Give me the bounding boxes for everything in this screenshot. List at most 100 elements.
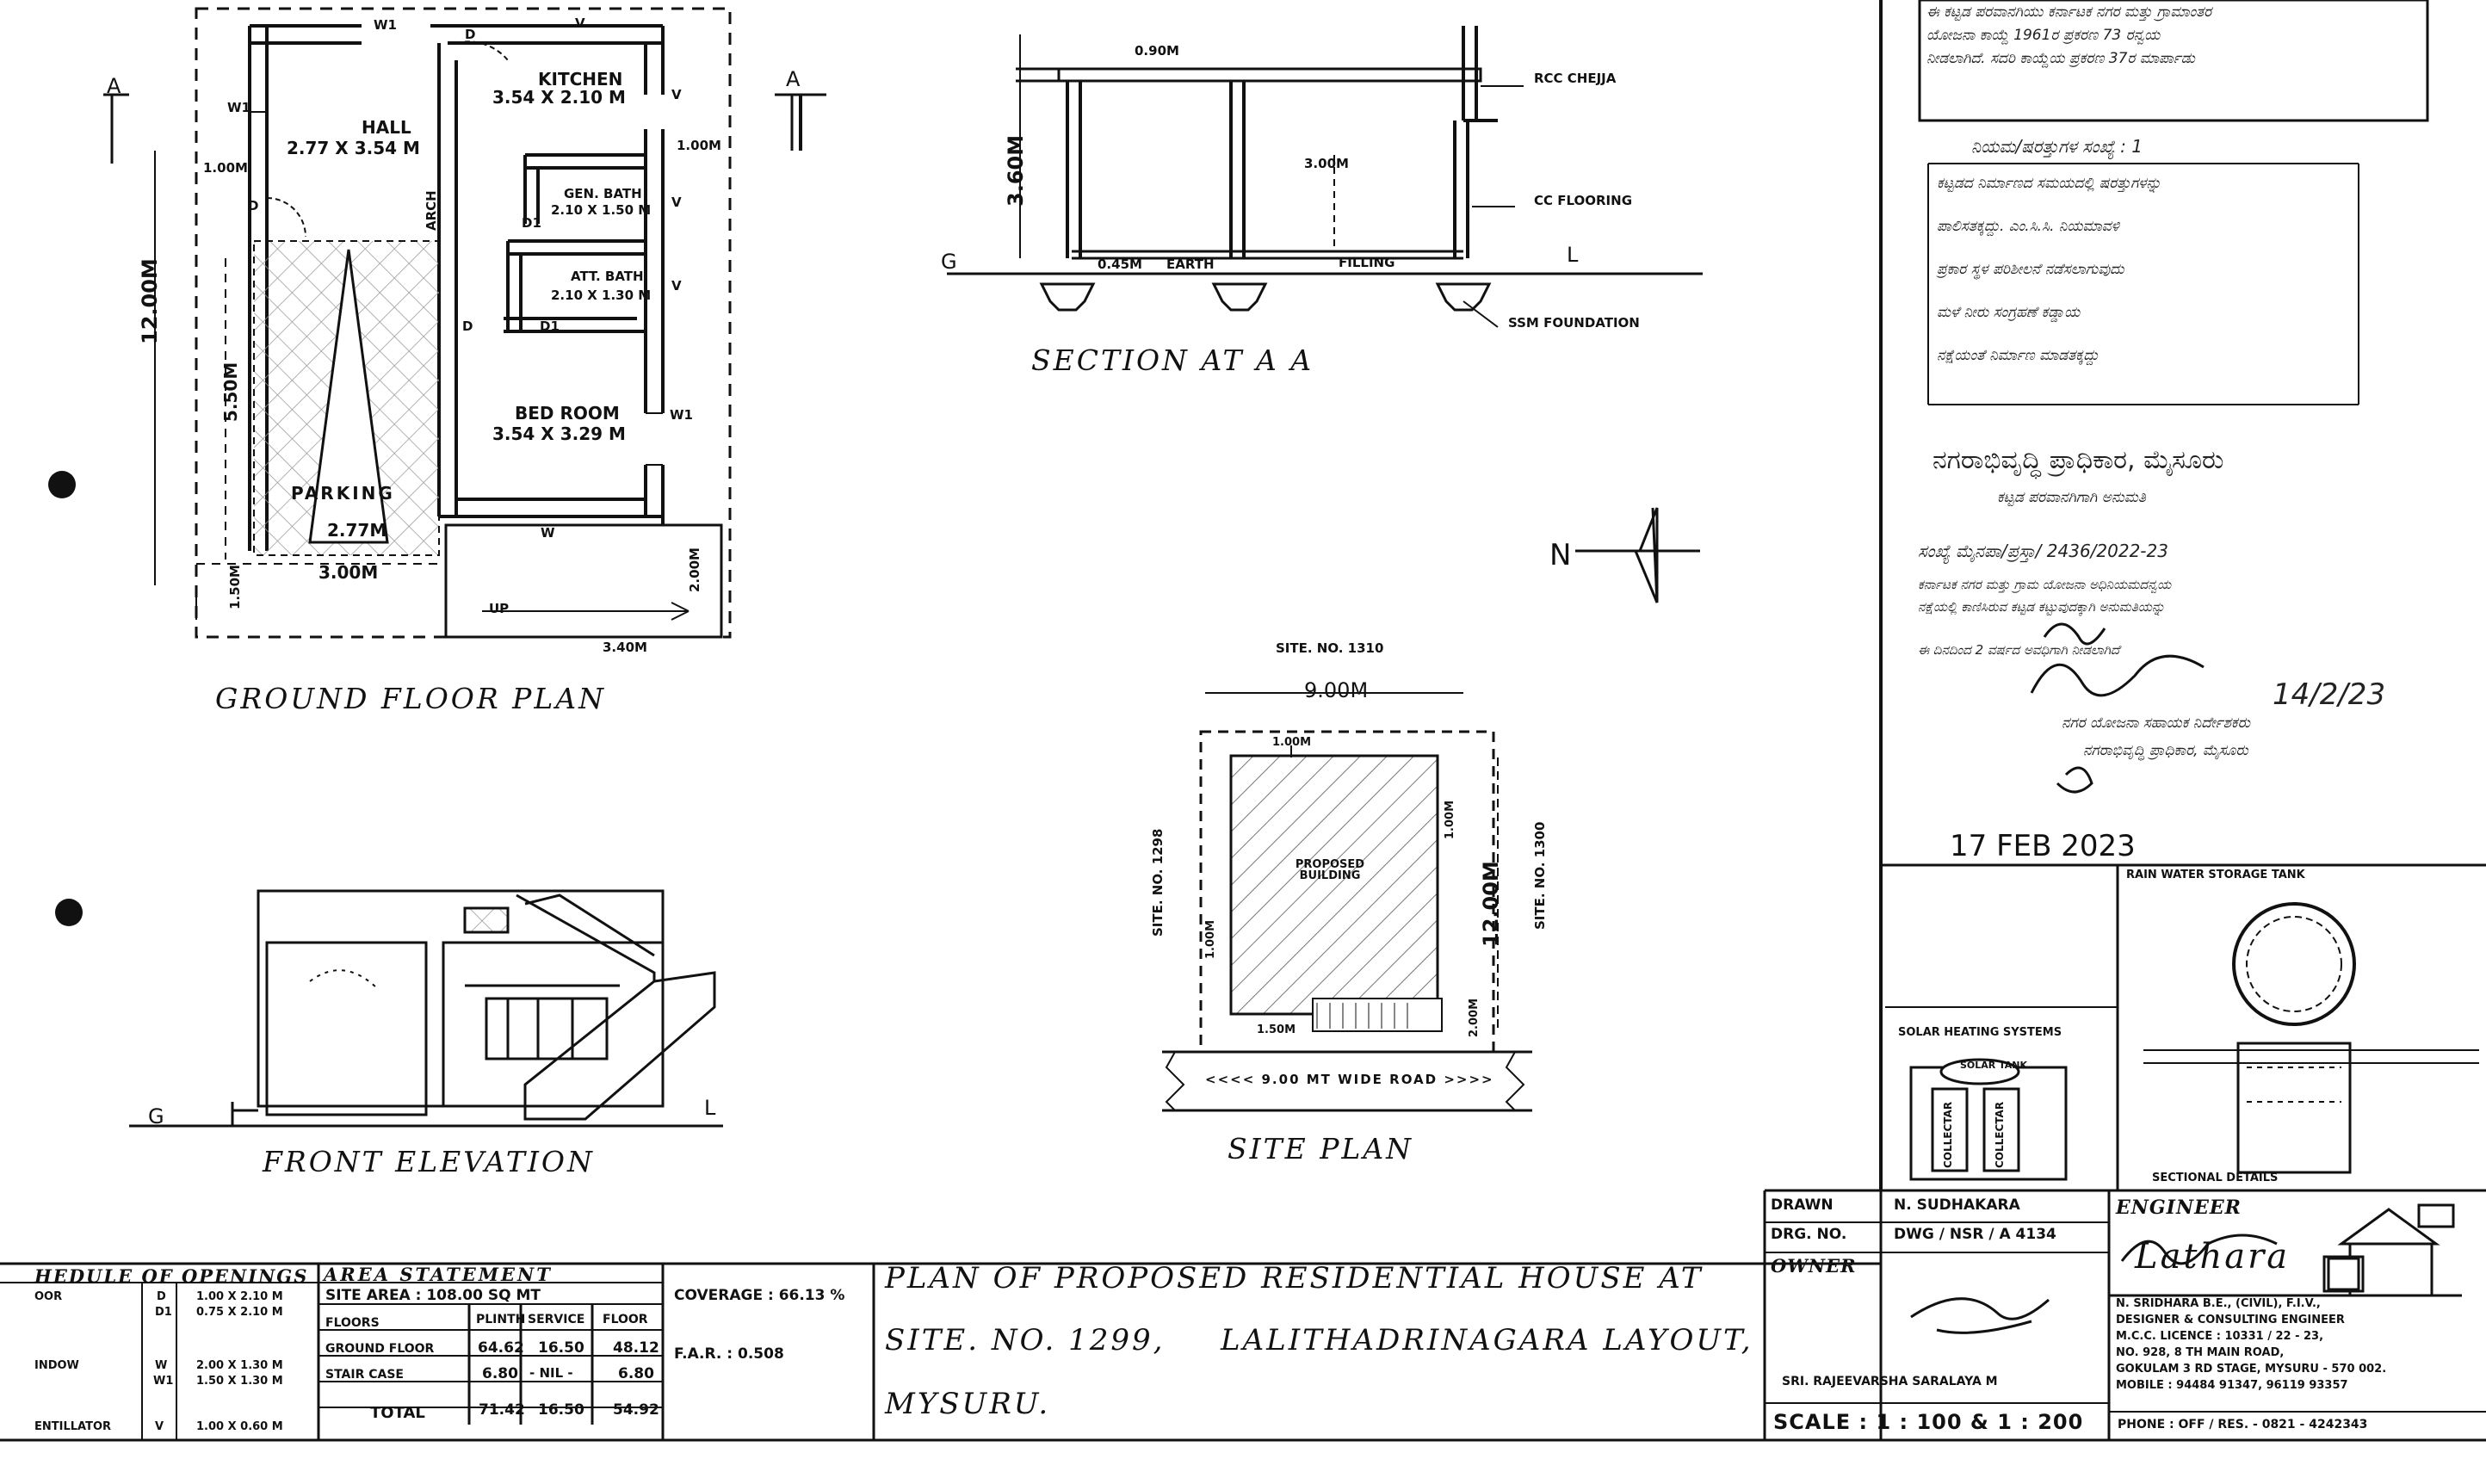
drg-label: DRG. NO. xyxy=(1771,1226,1847,1243)
w1-top: W1 xyxy=(374,17,397,33)
front-elevation-lines xyxy=(129,889,723,1128)
w-bottom: W xyxy=(541,525,555,541)
schedule-v-size: 1.00 X 0.60 M xyxy=(196,1420,283,1433)
ground-floor-title: GROUND FLOOR PLAN xyxy=(215,682,606,715)
gen-bath-dim: 2.10 X 1.50 M xyxy=(551,202,652,218)
engineer-line-6: MOBILE : 94484 91347, 96119 93357 xyxy=(2116,1379,2348,1392)
v-kitchen: V xyxy=(671,87,682,102)
plan-title-line-1: PLAN OF PROPOSED RESIDENTIAL HOUSE AT xyxy=(885,1261,1704,1295)
officer-line-1: ನಗರ ಯೋಜನಾ ಸಹಾಯಕ ನಿರ್ದೇಶಕರು xyxy=(2062,714,2250,732)
gen-bath-label: GEN. BATH xyxy=(564,186,642,201)
section-marker-left: A xyxy=(107,74,121,98)
up-label: UP xyxy=(489,601,510,616)
schedule-w-size: 2.00 X 1.30 M xyxy=(196,1359,283,1372)
elevation-g: G xyxy=(148,1104,164,1128)
condition-2: ಪಾಲಿಸತಕ್ಕದ್ದು. ಎಂ.ಸಿ.ಸಿ. ನಿಯಮಾವಳಿ xyxy=(1937,218,2119,235)
att-bath-dim: 2.10 X 1.30 M xyxy=(551,288,652,303)
section-g: G xyxy=(941,250,957,274)
solar-tank-label: SOLAR TANK xyxy=(1960,1060,2027,1071)
site-width-dim: 9.00M xyxy=(1304,678,1369,702)
parking-length-dim: 5.50M xyxy=(220,362,241,422)
side-setback-dim: 1.00M xyxy=(1444,800,1456,839)
setback-dim: 1.50M xyxy=(227,565,243,609)
w1-right: W1 xyxy=(670,407,693,423)
schedule-w-code: W xyxy=(155,1359,168,1372)
ref-line-3: ನಕ್ಷೆಯಲ್ಲಿ ಕಾಣಿಸಿರುವ ಕಟ್ಟಡ ಕಟ್ಟುವುದಕ್ಕಾಗ… xyxy=(1918,599,2166,615)
schedule-window: INDOW xyxy=(34,1359,79,1372)
area-title: AREA STATEMENT xyxy=(324,1264,553,1285)
hall-dim: 2.77 X 3.54 M xyxy=(287,138,420,158)
ref-line-1: ಸಂಖ್ಯೆ ಮೈನಪಾ/ಪ್ರಸ್ತಾ/ 2436/2022-23 xyxy=(1918,541,2168,561)
area-h-service: SERVICE xyxy=(528,1313,585,1326)
overall-dim: 12.00M xyxy=(138,258,162,344)
stamp-line-3: ನೀಡಲಾಗಿದೆ. ಸದರಿ ಕಾಯ್ದೆಯ ಪ್ರಕರಣ 37ರ ಮಾರ್ಪ… xyxy=(1926,50,2195,67)
area-total-service: 16.50 xyxy=(538,1401,584,1419)
owner-name: SRI. RAJEEVARSHA SARALAYA M xyxy=(1782,1375,1998,1388)
schedule-d-code: D xyxy=(157,1290,166,1303)
schedule-w1-code: W1 xyxy=(153,1375,174,1388)
rain-tank-lines xyxy=(2143,902,2479,1174)
earth-label: EARTH xyxy=(1166,257,1215,272)
collectar-label-1: COLLECTAR xyxy=(1942,1101,1954,1168)
schedule-door: OOR xyxy=(34,1290,63,1303)
collectar-label-2: COLLECTAR xyxy=(1994,1101,2006,1168)
scale-label: SCALE : 1 : 100 & 1 : 200 xyxy=(1773,1410,2084,1434)
right-site-no: SITE. NO. 1300 xyxy=(1532,821,1548,930)
drawn-name: N. SUDHAKARA xyxy=(1894,1196,2020,1214)
proposed-building-label: PROPOSED BUILDING xyxy=(1295,858,1365,882)
area-total-label: TOTAL xyxy=(370,1404,425,1422)
coverage: COVERAGE : 66.13 % xyxy=(674,1287,845,1304)
side-gap-dim: 1.00M xyxy=(677,138,721,153)
road-gap-dim: 2.00M xyxy=(1468,998,1481,1037)
site-plan-lines xyxy=(1162,692,1532,1112)
schedule-title: HEDULE OF OPENINGS xyxy=(34,1265,309,1287)
stair-height-dim: 2.00M xyxy=(687,547,702,592)
plan-title-line-3: MYSURU. xyxy=(885,1387,1051,1421)
area-gf-floor: 48.12 xyxy=(613,1339,659,1357)
area-gf-plinth: 64.62 xyxy=(478,1339,524,1357)
engineer-label: ENGINEER xyxy=(2116,1196,2242,1219)
schedule-d1-code: D1 xyxy=(155,1306,172,1319)
permit-heading: ನಿಯಮ/ಷರತ್ತುಗಳ ಸಂಖ್ಯೆ : 1 xyxy=(1971,136,2143,157)
section-l: L xyxy=(1567,243,1579,267)
schedule-v-code: V xyxy=(155,1420,164,1433)
engineer-line-2: DESIGNER & CONSULTING ENGINEER xyxy=(2116,1314,2345,1326)
engineer-details: N. SRIDHARA B.E., (CIVIL), F.I.V., DESIG… xyxy=(2116,1298,2477,1391)
section-marker-right: A xyxy=(786,67,801,91)
condition-5: ನಕ್ಷೆಯಂತೆ ನಿರ್ಮಾಣ ಮಾಡತಕ್ಕದ್ದು xyxy=(1937,347,2099,364)
inner-height-dim: 3.00M xyxy=(1304,156,1349,171)
approval-border xyxy=(1879,0,2486,1190)
condition-4: ಮಳೆ ನೀರು ಸಂಗ್ರಹಣೆ ಕಡ್ಡಾಯ xyxy=(1937,304,2081,321)
drg-no: DWG / NSR / A 4134 xyxy=(1894,1226,2056,1243)
plinth-dim: 0.45M xyxy=(1098,257,1142,272)
area-gf-label: GROUND FLOOR xyxy=(325,1342,435,1356)
door-gap-dim: 1.00M xyxy=(203,160,248,176)
logo-house-lines xyxy=(2109,1203,2462,1297)
stair-width-dim: 3.40M xyxy=(603,640,647,655)
plan-title-line-2a: SITE. NO. 1299, xyxy=(885,1323,1166,1357)
section-height-dim: 3.60M xyxy=(1004,134,1028,207)
schedule-vent: ENTILLATOR xyxy=(34,1420,112,1433)
date-stamp: 17 FEB 2023 xyxy=(1950,829,2136,863)
area-sc-floor: 6.80 xyxy=(618,1365,654,1382)
w1-left: W1 xyxy=(227,100,250,115)
flooring-label: CC FLOORING xyxy=(1534,193,1633,208)
engineer-phone: PHONE : OFF / RES. - 0821 - 4242343 xyxy=(2118,1418,2368,1431)
ground-floor-plan-lines xyxy=(103,7,826,639)
d1-att: D1 xyxy=(540,318,560,334)
condition-3: ಪ್ರಕಾರ ಸ್ಥಳ ಪರಿಶೀಲನೆ ನಡೆಸಲಾಗುವುದು xyxy=(1937,261,2124,278)
schedule-d-size: 1.00 X 2.10 M xyxy=(196,1290,283,1303)
d-bed: D xyxy=(462,318,473,334)
signature-scribbles xyxy=(1910,622,2278,1334)
solar-lines xyxy=(1909,1058,2068,1181)
arch-label: ARCH xyxy=(424,190,439,231)
left-setback-dim: 1.00M xyxy=(1204,919,1217,959)
chejja-label: RCC CHEJJA xyxy=(1534,71,1617,86)
filling-label: FILLING xyxy=(1339,255,1395,270)
area-h-plinth: PLINTH xyxy=(476,1313,526,1326)
kitchen-dim: 3.54 X 2.10 M xyxy=(492,87,626,108)
parking-width: 2.77M xyxy=(327,520,387,541)
bottom-table-lines xyxy=(0,1189,2486,1442)
